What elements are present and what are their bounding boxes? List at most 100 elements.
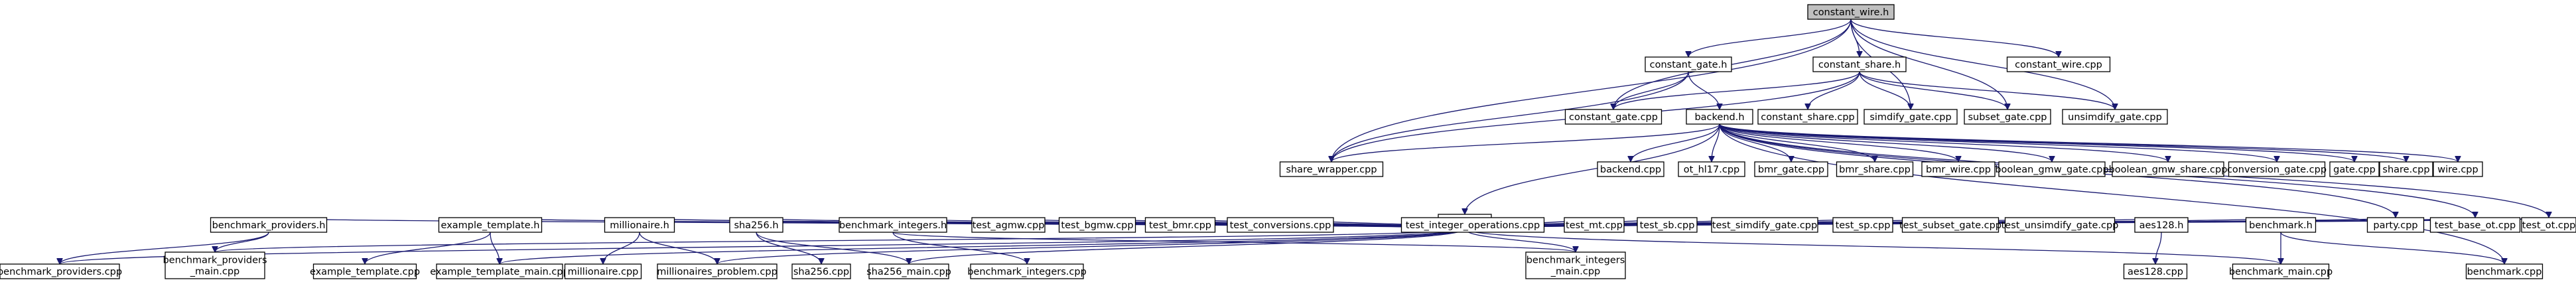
node-test-integer-operations-cpp[interactable]: test_integer_operations.cpp [1400, 217, 1545, 233]
node-conversion-gate-cpp[interactable]: conversion_gate.cpp [2227, 161, 2327, 177]
node-constant-share-cpp[interactable]: constant_share.cpp [1757, 109, 1858, 125]
node-label: _main.cpp [1550, 267, 1600, 277]
edge-backend_h-to-conversion_gate_cpp [1719, 123, 2277, 163]
node-boolean-gmw-gate-cpp[interactable]: boolean_gmw_gate.cpp [1995, 161, 2109, 177]
node-gate-cpp[interactable]: gate.cpp [2329, 161, 2380, 177]
node-label: share.cpp [2382, 165, 2429, 175]
node-backend-cpp[interactable]: backend.cpp [1597, 161, 1664, 177]
node-box [1058, 217, 1136, 233]
edge-constant_wire_h-to-subset_gate_cpp [1850, 19, 2007, 109]
node-label: test_simdify_gate.cpp [1712, 220, 1817, 231]
node-sha256-h[interactable]: sha256.h [729, 217, 783, 233]
node-label: constant_gate.h [1650, 60, 1728, 70]
node-backend-h[interactable]: backend.h [1686, 109, 1753, 125]
node-benchmark-providers-h[interactable]: benchmark_providers.h [210, 217, 328, 233]
node-simdify-gate-cpp[interactable]: simdify_gate.cpp [1864, 109, 1958, 125]
node-box [165, 251, 265, 279]
node-test-ot-cpp[interactable]: test_ot.cpp [2521, 217, 2576, 233]
node-label: aes128.cpp [2128, 267, 2183, 277]
node-box [2329, 161, 2380, 177]
edge-benchmark_h-to-benchmark_cpp [2280, 232, 2504, 265]
node-bmr-wire-cpp[interactable]: bmr_wire.cpp [1921, 161, 1996, 177]
node-box [729, 217, 783, 233]
node-test-mt-cpp[interactable]: test_mt.cpp [1564, 217, 1625, 233]
node-box [2123, 263, 2188, 279]
node-party-cpp[interactable]: party.cpp [2366, 217, 2425, 233]
node-sha256-main-cpp[interactable]: sha256_main.cpp [866, 263, 951, 279]
node-millionaires-problem-cpp[interactable]: millionaires_problem.cpp [657, 263, 778, 279]
edge-benchmark_providers_h-to-benchmark_providers_main_cpp [215, 232, 269, 253]
node-benchmark-providers-cpp[interactable]: benchmark_providers.cpp [0, 263, 122, 279]
node-label: benchmark.cpp [2467, 267, 2542, 277]
node-benchmark-h[interactable]: benchmark.h [2245, 217, 2317, 233]
node-share-wrapper-cpp[interactable]: share_wrapper.cpp [1279, 161, 1384, 177]
node-ot-hl17-cpp[interactable]: ot_hl17.cpp [1678, 161, 1745, 177]
node-example-template-main-cpp[interactable]: example_template_main.cpp [430, 263, 569, 279]
node-test-unsimdify-gate-cpp[interactable]: test_unsimdify_gate.cpp [2001, 217, 2119, 233]
node-bmr-share-cpp[interactable]: bmr_share.cpp [1836, 161, 1914, 177]
node-example-template-h[interactable]: example_template.h [438, 217, 543, 233]
node-box [1227, 217, 1334, 233]
node-aes128-h[interactable]: aes128.h [2134, 217, 2189, 233]
node-subset-gate-cpp[interactable]: subset_gate.cpp [1964, 109, 2051, 125]
edge-constant_wire_h-to-constant_gate_h [1688, 19, 1852, 58]
node-test-bmr-cpp[interactable]: test_bmr.cpp [1144, 217, 1216, 233]
node-bmr-gate-cpp[interactable]: bmr_gate.cpp [1754, 161, 1828, 177]
node-box [1832, 217, 1893, 233]
node-constant-share-h[interactable]: constant_share.h [1812, 56, 1907, 72]
node-box [2112, 161, 2224, 177]
node-test-conversions-cpp[interactable]: test_conversions.cpp [1227, 217, 1334, 233]
edge-party_h-to-benchmark_main_cpp [1464, 228, 2281, 265]
node-constant-gate-h[interactable]: constant_gate.h [1645, 56, 1732, 72]
node-benchmark-integers-h[interactable]: benchmark_integers.h [839, 217, 947, 233]
node-box [0, 263, 120, 279]
node-benchmark-providers-main-cpp[interactable]: benchmark_providers_main.cpp [163, 251, 267, 279]
node-box [2379, 161, 2433, 177]
node-label: test_conversions.cpp [1230, 220, 1331, 231]
node-test-sb-cpp[interactable]: test_sb.cpp [1637, 217, 1698, 233]
edge-millionaire_h-to-millionaire_cpp [603, 232, 640, 265]
node-label: gate.cpp [2333, 165, 2376, 175]
node-benchmark-integers-main-cpp[interactable]: benchmark_integers_main.cpp [1525, 251, 1626, 279]
node-label: millionaire.cpp [568, 267, 639, 277]
node-label: backend.h [1694, 112, 1744, 123]
node-benchmark-integers-cpp[interactable]: benchmark_integers.cpp [967, 263, 1087, 279]
node-unsimdify-gate-cpp[interactable]: unsimdify_gate.cpp [2062, 109, 2168, 125]
node-label: benchmark_main.cpp [2229, 267, 2333, 277]
edge-benchmark_integers_h-to-benchmark_integers_cpp [892, 232, 1027, 265]
node-benchmark-cpp[interactable]: benchmark.cpp [2465, 263, 2543, 279]
node-sha256-cpp[interactable]: sha256.cpp [791, 263, 851, 279]
node-constant-wire-h[interactable]: constant_wire.h [1807, 4, 1895, 20]
node-label: benchmark_integers.h [839, 220, 947, 231]
node-benchmark-main-cpp[interactable]: benchmark_main.cpp [2229, 263, 2333, 279]
node-test-base-ot-cpp[interactable]: test_base_ot.cpp [2429, 217, 2521, 233]
node-boolean-gmw-share-cpp[interactable]: boolean_gmw_share.cpp [2109, 161, 2228, 177]
node-millionaire-h[interactable]: millionaire.h [604, 217, 675, 233]
node-label: unsimdify_gate.cpp [2068, 112, 2162, 123]
node-test-subset-gate-cpp[interactable]: test_subset_gate.cpp [1899, 217, 2001, 233]
node-label: benchmark.h [2249, 220, 2313, 231]
node-label: benchmark_integers.cpp [967, 267, 1087, 277]
node-box [436, 263, 563, 279]
node-label: test_ot.cpp [2522, 220, 2576, 231]
node-box [970, 263, 1084, 279]
node-label: sha256_main.cpp [866, 267, 951, 277]
node-share-cpp[interactable]: share.cpp [2379, 161, 2433, 177]
node-constant-gate-cpp[interactable]: constant_gate.cpp [1564, 109, 1662, 125]
node-box [1686, 109, 1753, 125]
edge-example_template_h-to-example_template_cpp [365, 232, 491, 265]
node-millionaire-cpp[interactable]: millionaire.cpp [564, 263, 642, 279]
node-label: test_base_ot.cpp [2435, 220, 2516, 231]
node-test-simdify-gate-cpp[interactable]: test_simdify_gate.cpp [1711, 217, 1818, 233]
node-aes128-cpp[interactable]: aes128.cpp [2123, 263, 2188, 279]
node-example-template-cpp[interactable]: example_template.cpp [310, 263, 420, 279]
node-box [1678, 161, 1745, 177]
node-test-sp-cpp[interactable]: test_sp.cpp [1832, 217, 1893, 233]
edge-backend_h-to-share_cpp [1719, 123, 2406, 163]
node-wire-cpp[interactable]: wire.cpp [2433, 161, 2483, 177]
node-label: constant_wire.cpp [2015, 60, 2102, 70]
node-test-bgmw-cpp[interactable]: test_bgmw.cpp [1058, 217, 1136, 233]
node-constant-wire-cpp[interactable]: constant_wire.cpp [2006, 56, 2111, 72]
node-test-agmw-cpp[interactable]: test_agmw.cpp [971, 217, 1046, 233]
node-box [2245, 217, 2317, 233]
